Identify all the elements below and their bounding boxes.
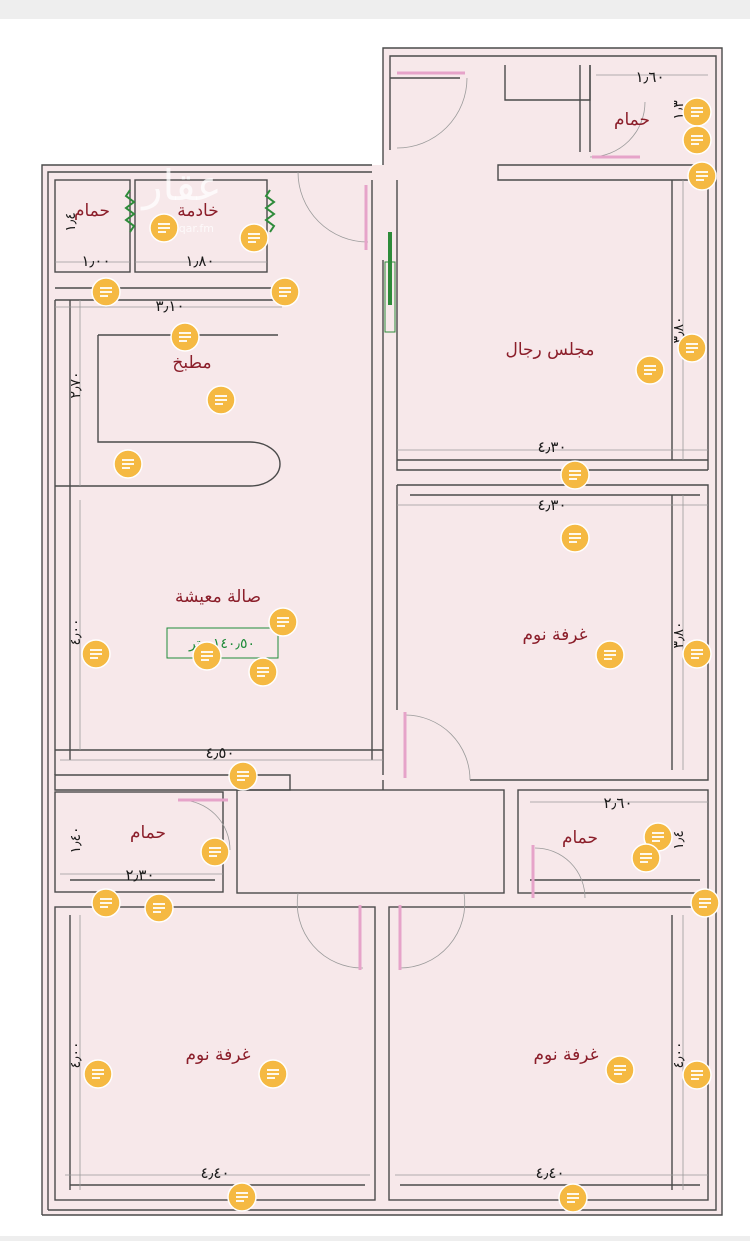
dim-maid-bath-w: ١٫٠٠ [81,252,110,270]
dim-kitchen-h: ٢٫٧٠ [68,371,84,398]
room-label-bath-mid-right: حمام [562,828,598,848]
comment-chips [81,97,720,1213]
dim-bed-bl-w: ٤٫٤٠ [200,1164,229,1182]
dim-kitchen-w: ٣٫١٠ [155,297,184,315]
comment-icon[interactable] [677,333,707,363]
comment-icon[interactable] [268,607,298,637]
comment-icon[interactable] [682,97,712,127]
outer-walls [41,47,723,1216]
room-label-bath-top-left: حمام [74,201,110,221]
comment-icon[interactable] [682,639,712,669]
room-label-maid: خادمة [177,201,218,221]
dim-bath-mid-right-w: ٢٫٦٠ [603,794,632,812]
comment-icon[interactable] [690,888,720,918]
comment-icon[interactable] [227,1182,257,1212]
room-label-bedroom-bottom-right: غرفة نوم [534,1045,599,1065]
comment-icon[interactable] [248,657,278,687]
comment-icon[interactable] [560,460,590,490]
walls-bedroom-mid [396,484,709,781]
door-leaves [178,71,640,970]
dim-bath-mid-right-h: ١٫٤ [671,830,687,850]
dim-bed-mid-h: ٣٫٨٠ [671,621,687,648]
dim-bed-bl-h: ٤٫٠٠ [68,1041,84,1068]
dim-top-right-bath-w: ١٫٦٠ [635,68,664,86]
comment-icon[interactable] [170,322,200,352]
watermark-logo: عقار [140,161,221,210]
comment-icon[interactable] [83,1059,113,1089]
walls-majlis [390,65,709,471]
comment-icon[interactable] [631,843,661,873]
comment-icon[interactable] [192,641,222,671]
comment-icon[interactable] [149,213,179,243]
comment-icon[interactable] [144,893,174,923]
dim-bed-br-w: ٤٫٤٠ [535,1164,564,1182]
dim-bath-mid-left-h: ١٫٤٠ [68,826,84,853]
dim-maid-bath-h: ١٫٤ [63,212,79,232]
comment-icon[interactable] [560,523,590,553]
comment-icon[interactable] [595,640,625,670]
area-box [166,627,279,659]
walls-bedrooms-bottom [54,906,709,1201]
room-label-bath-mid-left: حمام [130,823,166,843]
room-label-bedroom-mid: غرفة نوم [523,625,588,645]
comment-icon[interactable] [558,1183,588,1213]
floor-area [42,48,722,1215]
comment-icon[interactable] [635,355,665,385]
dim-maid-w: ١٫٨٠ [185,252,214,270]
comment-icon[interactable] [258,1059,288,1089]
comment-icon[interactable] [682,1060,712,1090]
comment-icon[interactable] [605,1055,635,1085]
dim-hall-w: ٤٫٥٠ [205,744,234,762]
dim-majlis-w: ٤٫٣٠ [537,438,566,456]
comment-icon[interactable] [239,223,269,253]
comment-icon[interactable] [228,761,258,791]
comment-icon[interactable] [113,449,143,479]
dim-bed-mid-w: ٤٫٣٠ [537,496,566,514]
comment-icon[interactable] [81,639,111,669]
dim-hall-h: ٤٫٠٠ [68,618,84,645]
room-label-kitchen: مطبخ [172,353,211,373]
room-label-living-hall: صالة معيشة [175,587,261,607]
comment-icon[interactable] [270,277,300,307]
comment-icon[interactable] [200,837,230,867]
comment-icon[interactable] [206,385,236,415]
comment-icon[interactable] [91,888,121,918]
dim-bath-mid-left-w: ٢٫٣٠ [125,866,154,884]
window-symbols [124,189,276,233]
dim-bed-br-h: ٤٫٠٠ [671,1041,687,1068]
room-label-mens-majlis: مجلس رجال [505,340,594,360]
room-label-bath-top-right: حمام [614,110,650,130]
comment-icon[interactable] [91,277,121,307]
door-swings [179,77,646,969]
dimension-lines [55,74,708,1190]
comment-icon[interactable] [687,161,717,191]
top-bar [0,0,750,19]
room-label-bedroom-bottom-left: غرفة نوم [186,1045,251,1065]
bottom-bar [0,1236,750,1241]
comment-icon[interactable] [682,125,712,155]
